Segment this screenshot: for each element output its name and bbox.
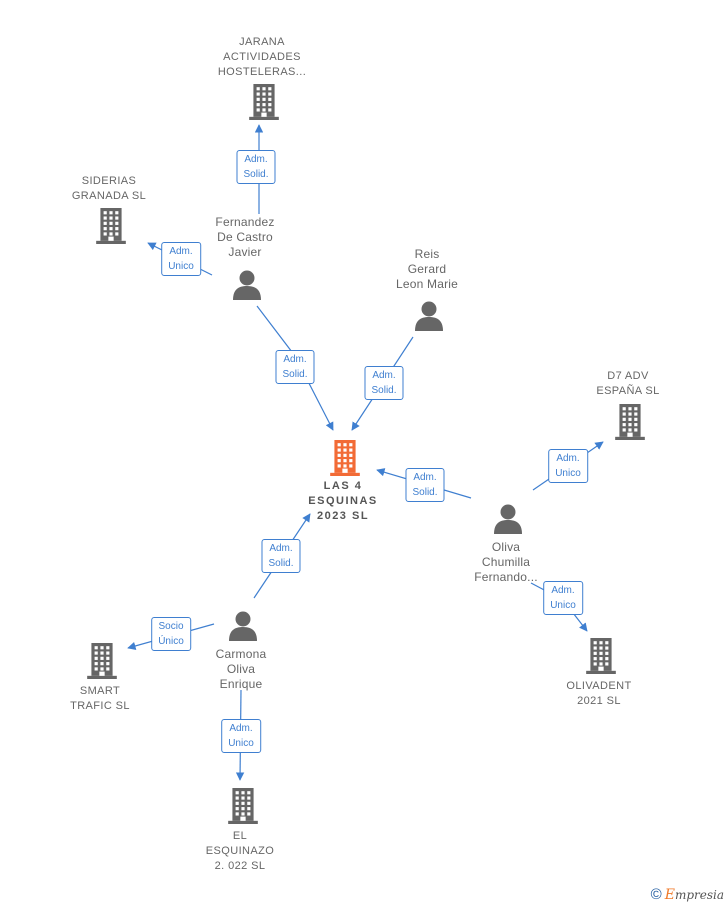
node-label-line: LAS 4 xyxy=(323,480,363,492)
company-name-jarana[interactable]: JARANA ACTIVIDADES HOSTELERAS... xyxy=(218,35,306,80)
person-icon[interactable] xyxy=(414,301,444,336)
node-label-line: SMART xyxy=(79,685,121,697)
company-name-las4[interactable]: LAS 4 ESQUINAS 2023 SL xyxy=(308,479,377,524)
relation-label-line: Único xyxy=(158,636,184,647)
node-label-line: Leon Marie xyxy=(395,277,459,291)
node-label-line: Javier xyxy=(228,245,262,259)
node-label-line: Fernando... xyxy=(474,570,538,584)
company-name-smart[interactable]: SMART TRAFIC SL xyxy=(70,684,130,714)
node-label-line: Fernandez xyxy=(215,215,275,229)
copyright-icon: © xyxy=(650,886,662,903)
node-label-line: D7 ADV xyxy=(607,370,649,382)
relation-label[interactable]: Adm. Solid. xyxy=(364,366,404,400)
relation-label-line: Adm. xyxy=(551,585,575,596)
empresia-logo[interactable]: ©Empresia xyxy=(651,886,724,903)
node-label-line: EL xyxy=(232,830,248,842)
logo-letter: E xyxy=(664,887,675,903)
relation-label-line: Adm. xyxy=(556,453,580,464)
node-label-line: ESQUINAZO xyxy=(205,845,275,857)
node-label-line: 2023 SL xyxy=(316,510,370,522)
node-label-line: Chumilla xyxy=(481,555,531,569)
relation-label-line: Solid. xyxy=(412,487,438,498)
relation-label-line: Solid. xyxy=(243,169,269,180)
relation-label-line: Unico xyxy=(555,468,581,479)
node-label-line: OLIVADENT xyxy=(566,680,632,692)
node-label-line: ESPAÑA SL xyxy=(596,385,660,397)
relation-label-line: Adm. xyxy=(283,354,307,365)
node-label-line: ACTIVIDADES xyxy=(223,51,301,63)
relation-label[interactable]: Adm. Unico xyxy=(161,242,201,276)
building-icon[interactable] xyxy=(330,440,360,481)
relation-label[interactable]: Adm. Solid. xyxy=(261,539,301,573)
person-icon[interactable] xyxy=(228,611,258,646)
node-label-line: GRANADA SL xyxy=(71,190,147,202)
building-icon[interactable] xyxy=(586,638,616,679)
relation-label-line: Adm. xyxy=(372,370,396,381)
relation-label-line: Solid. xyxy=(268,558,294,569)
company-name-siderias[interactable]: SIDERIAS GRANADA SL xyxy=(72,174,146,204)
relation-label[interactable]: Adm. Solid. xyxy=(236,150,276,184)
relation-label[interactable]: Adm. Solid. xyxy=(275,350,315,384)
company-name-olivadent[interactable]: OLIVADENT 2021 SL xyxy=(566,679,631,709)
node-label-line: Reis xyxy=(414,247,440,261)
relation-label-line: Adm. xyxy=(269,543,293,554)
person-icon[interactable] xyxy=(232,270,262,305)
node-label-line: HOSTELERAS... xyxy=(217,66,307,78)
relation-label-line: Adm. xyxy=(244,154,268,165)
node-label-line: TRAFIC SL xyxy=(70,700,130,712)
node-label-line: ESQUINAS xyxy=(308,495,378,507)
relation-label-line: Solid. xyxy=(371,385,397,396)
person-icon[interactable] xyxy=(493,504,523,539)
node-label-line: SIDERIAS xyxy=(81,175,137,187)
node-label-line: Gerard xyxy=(407,262,447,276)
relation-label-line: Adm. xyxy=(229,723,253,734)
building-icon[interactable] xyxy=(249,84,279,125)
logo-text: mpresia xyxy=(674,888,724,902)
node-label-line: 2. 022 SL xyxy=(214,860,266,872)
node-label-line: De Castro xyxy=(217,230,273,244)
node-label-line: Carmona xyxy=(215,647,267,661)
relation-label[interactable]: Adm. Solid. xyxy=(405,468,445,502)
building-icon[interactable] xyxy=(615,404,645,445)
relation-label-line: Unico xyxy=(168,261,194,272)
node-label-line: Oliva xyxy=(226,662,256,676)
node-label-line: Enrique xyxy=(219,677,263,691)
company-name-esquinazo[interactable]: EL ESQUINAZO 2. 022 SL xyxy=(206,829,274,874)
node-label-line: JARANA xyxy=(239,36,285,48)
relation-label[interactable]: Adm. Unico xyxy=(543,581,583,615)
relation-label[interactable]: Adm. Unico xyxy=(221,719,261,753)
company-name-d7adv[interactable]: D7 ADV ESPAÑA SL xyxy=(596,369,659,399)
relation-label-line: Socio xyxy=(158,621,184,632)
building-icon[interactable] xyxy=(228,788,258,829)
relation-label-line: Unico xyxy=(550,600,576,611)
relation-label-line: Adm. xyxy=(413,472,437,483)
node-label-line: Oliva xyxy=(491,540,521,554)
relation-label-line: Solid. xyxy=(282,369,308,380)
relation-label[interactable]: Adm. Unico xyxy=(548,449,588,483)
node-label-line: 2021 SL xyxy=(577,695,621,707)
building-icon[interactable] xyxy=(96,208,126,249)
building-icon[interactable] xyxy=(87,643,117,684)
relation-label-line: Adm. xyxy=(169,246,193,257)
relation-label-line: Unico xyxy=(228,738,254,749)
